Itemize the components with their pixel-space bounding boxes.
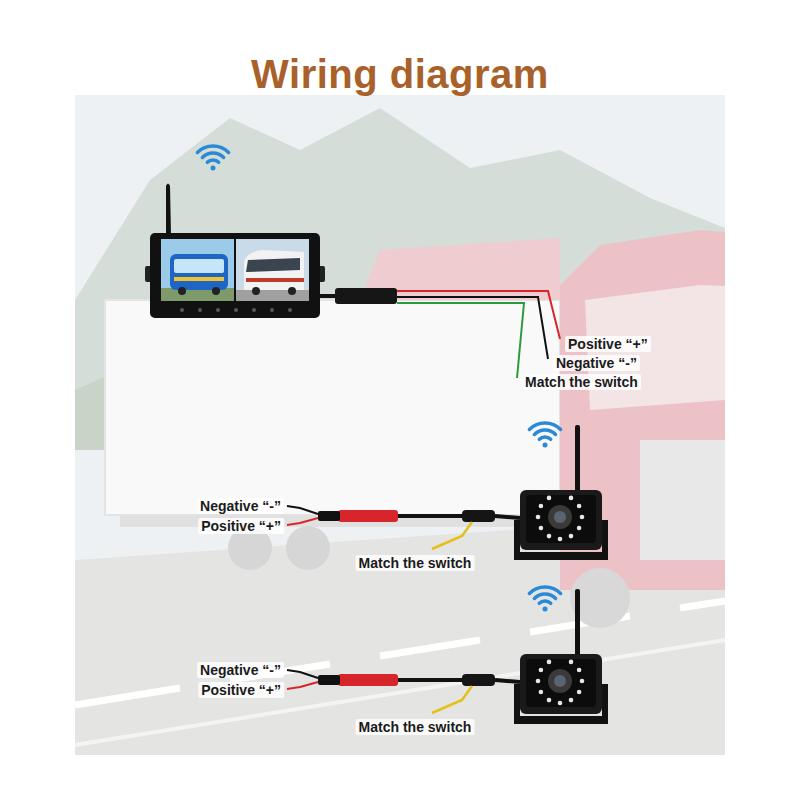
- camera-one: [287, 423, 608, 560]
- wire-label: Positive “+”: [565, 336, 651, 352]
- lane-marking: [75, 601, 725, 705]
- label-wrap: Positive “+”: [565, 335, 651, 353]
- monitor-cable: [320, 294, 335, 298]
- wifi-icon: [211, 166, 216, 171]
- bus-wheel: [212, 287, 220, 295]
- wire-label: Negative “-”: [553, 355, 640, 371]
- screen-left: [161, 239, 234, 301]
- positive-wire: [397, 291, 560, 339]
- sky: [75, 95, 725, 755]
- wire-label: Match the switch: [356, 555, 475, 571]
- negative-wire: [397, 297, 548, 359]
- bus-wheel: [178, 287, 186, 295]
- label-wrap: Match the switch: [356, 718, 475, 736]
- label-wrap: Match the switch: [522, 373, 641, 391]
- monitor-antenna: [166, 184, 171, 237]
- label-wrap: Match the switch: [356, 554, 475, 572]
- grille: [640, 440, 725, 560]
- label-wrap: Positive “+”: [198, 681, 284, 699]
- trigger-wire: [397, 303, 524, 378]
- wire-label: Positive “+”: [198, 682, 284, 698]
- wifi-icon: [207, 160, 218, 162]
- label-wrap: Positive “+”: [198, 517, 284, 535]
- monitor-buttons: [198, 308, 202, 312]
- label-wrap: Negative “-”: [197, 497, 284, 515]
- wire-label: Match the switch: [356, 719, 475, 735]
- bus-window: [174, 259, 224, 273]
- bus-stripe: [174, 277, 224, 281]
- bus-wheel: [252, 287, 260, 295]
- bus-wheel: [288, 287, 296, 295]
- label-wrap: Negative “-”: [553, 354, 640, 372]
- camera-two: [287, 587, 608, 724]
- title-wrap: Wiring diagram: [0, 50, 800, 98]
- monitor-buttons: [234, 308, 238, 312]
- bus-white: [244, 250, 304, 290]
- wifi-icon: [202, 153, 223, 157]
- monitor-body: [150, 233, 320, 318]
- wire-label: Negative “-”: [197, 662, 284, 678]
- monitor-buttons: [288, 308, 292, 312]
- wire-label: Positive “+”: [198, 518, 284, 534]
- wire-label: Negative “-”: [197, 498, 284, 514]
- monitor-buttons: [180, 308, 184, 312]
- trailer-wheel: [286, 526, 330, 570]
- bus-window: [246, 258, 300, 272]
- diagram-title: Wiring diagram: [251, 50, 549, 98]
- monitor-buttons: [270, 308, 274, 312]
- bus-stripe: [246, 278, 304, 282]
- monitor-buttons: [252, 308, 256, 312]
- monitor-buttons: [216, 308, 220, 312]
- monitor-buttons: [180, 308, 292, 312]
- trailer: [105, 300, 560, 515]
- label-wrap: Negative “-”: [197, 661, 284, 679]
- road-edge: [75, 640, 725, 745]
- wire-label: Match the switch: [522, 374, 641, 390]
- screen-right-road: [236, 290, 309, 301]
- monitor-connector: [335, 288, 397, 304]
- screen-right: [236, 239, 309, 301]
- bus-blue: [170, 254, 228, 290]
- monitor: [145, 146, 560, 378]
